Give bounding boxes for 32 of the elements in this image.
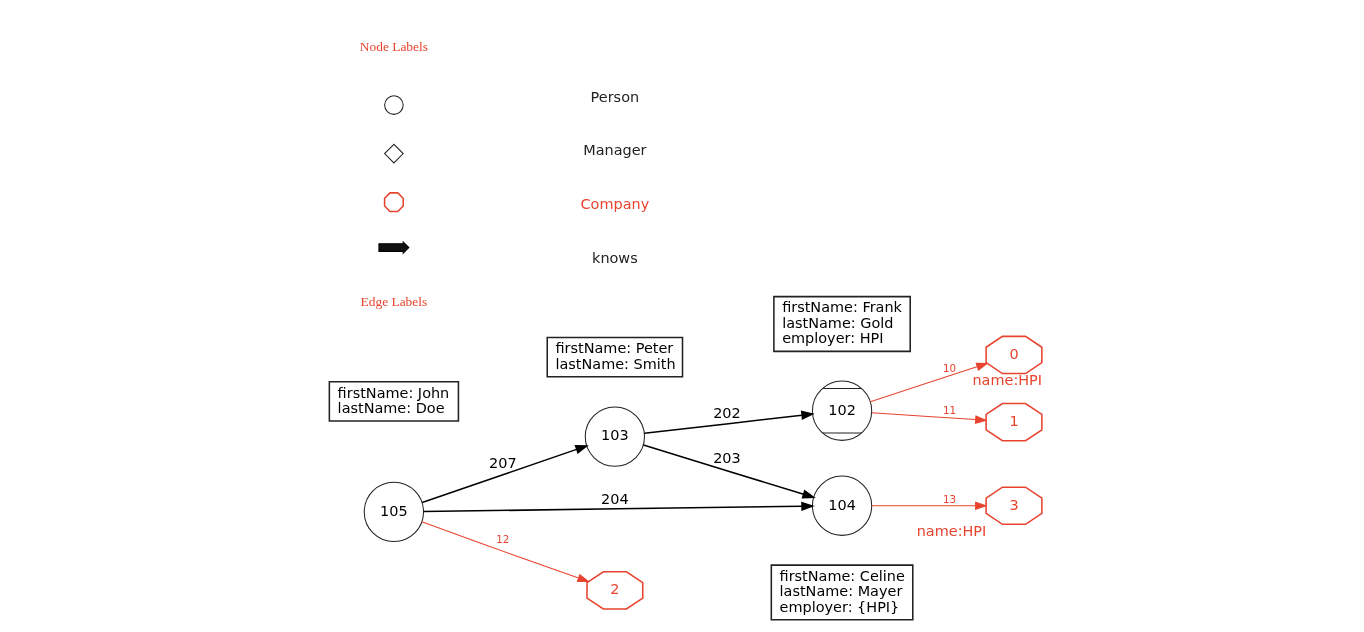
arrow [871,412,988,424]
legend-label: Company [580,196,650,213]
edge-label: 204 [601,490,629,507]
label: Edge Labels [360,293,428,309]
node-box: firstName: John lastName: Doe [328,381,460,422]
node-circle: 103 [584,406,646,467]
arrow [421,445,589,504]
legend-label: Manager [583,142,647,159]
arrow [643,410,815,435]
arrow [421,521,590,582]
arrow [871,501,988,511]
edge-label: 13 [942,492,957,505]
node-label: name:HPI [916,522,987,539]
arrow [869,362,989,403]
node-box: firstName: Celine lastName: Mayer employer: {HPI} [770,564,914,621]
edge-label: 10 [942,361,957,374]
node-box: firstName: Frank lastName: Gold employer: HPI [773,295,911,353]
edge-label: 12 [496,532,510,545]
arrow [642,444,816,499]
edge-label: 207 [489,454,517,471]
legend-label: knows [592,249,638,266]
node-circle: 105 [363,481,425,543]
node-label: name:HPI [972,372,1043,389]
label: Node Labels [359,38,428,54]
node-box: firstName: Peter lastName: Smith [546,336,684,378]
arrow [422,501,815,513]
edge-label: 11 [942,403,957,416]
legend-label: Person [590,88,640,105]
node-circle: 102 [811,380,873,441]
edge-label: 203 [713,449,741,466]
edge-label: 202 [713,405,741,422]
node-circle: 104 [811,475,873,536]
